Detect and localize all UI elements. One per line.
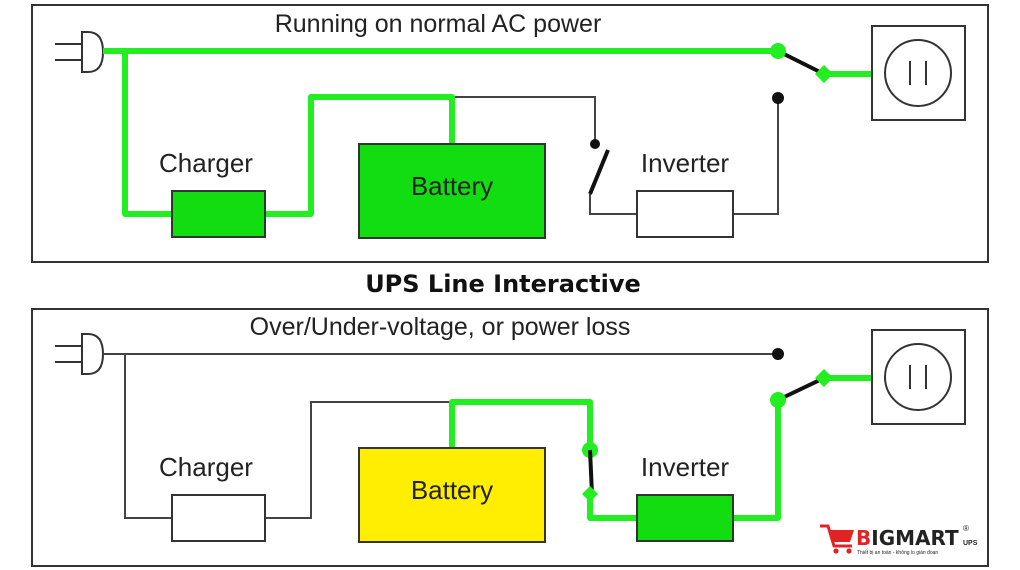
brand-name-rest: IGMART <box>871 526 959 550</box>
idle-wires <box>103 353 778 519</box>
switch-contact-inverter <box>772 92 784 104</box>
svg-text:BIGMART: BIGMART <box>856 526 959 550</box>
wall-outlet-icon <box>871 329 966 425</box>
brand-tagline: Thiết bị an toàn - không lo gián đoạn <box>857 550 938 556</box>
switch-contact-ac <box>770 43 786 59</box>
shopping-cart-icon <box>820 524 854 554</box>
brand-sup: UPS <box>963 540 978 547</box>
active-wires <box>103 48 872 217</box>
inverter-label: Inverter <box>641 148 729 178</box>
battery-label: Battery <box>411 475 493 505</box>
charger-box-idle <box>171 494 266 542</box>
switch-contact-inverter <box>770 392 786 408</box>
switch-pivot <box>815 369 833 387</box>
panel-title: Running on normal AC power <box>275 10 602 38</box>
wall-outlet-icon <box>871 25 966 121</box>
charger-box-active <box>171 190 266 238</box>
charger-label: Charger <box>159 452 253 482</box>
inverter-box-active <box>636 494 734 542</box>
inverter-label: Inverter <box>641 452 729 482</box>
switch-contact-ac <box>772 348 784 360</box>
output-transfer-switch <box>770 348 833 408</box>
registered-mark: ® <box>963 524 969 533</box>
inverter-box-idle <box>636 190 734 238</box>
switch-pivot <box>815 65 833 83</box>
battery-discharging <box>358 447 546 543</box>
inverter-switch-closed <box>582 442 598 502</box>
battery-charging <box>358 143 546 239</box>
ac-plug-icon <box>55 31 105 73</box>
battery-label: Battery <box>411 171 493 201</box>
ac-plug-icon <box>55 333 105 375</box>
bigmart-logo: BIGMART ® UPS Thiết bị an toàn - không l… <box>820 524 978 556</box>
panel-normal-ac-power: Running on normal AC power <box>31 4 989 263</box>
inverter-switch-open <box>588 139 610 195</box>
panel-power-loss: Over/Under-voltage, or power loss <box>31 308 989 567</box>
output-transfer-switch <box>770 43 833 104</box>
idle-wires <box>452 96 779 215</box>
charger-label: Charger <box>159 148 253 178</box>
panel-title: Over/Under-voltage, or power loss <box>250 313 631 341</box>
diagram-heading: UPS Line Interactive <box>365 270 641 298</box>
